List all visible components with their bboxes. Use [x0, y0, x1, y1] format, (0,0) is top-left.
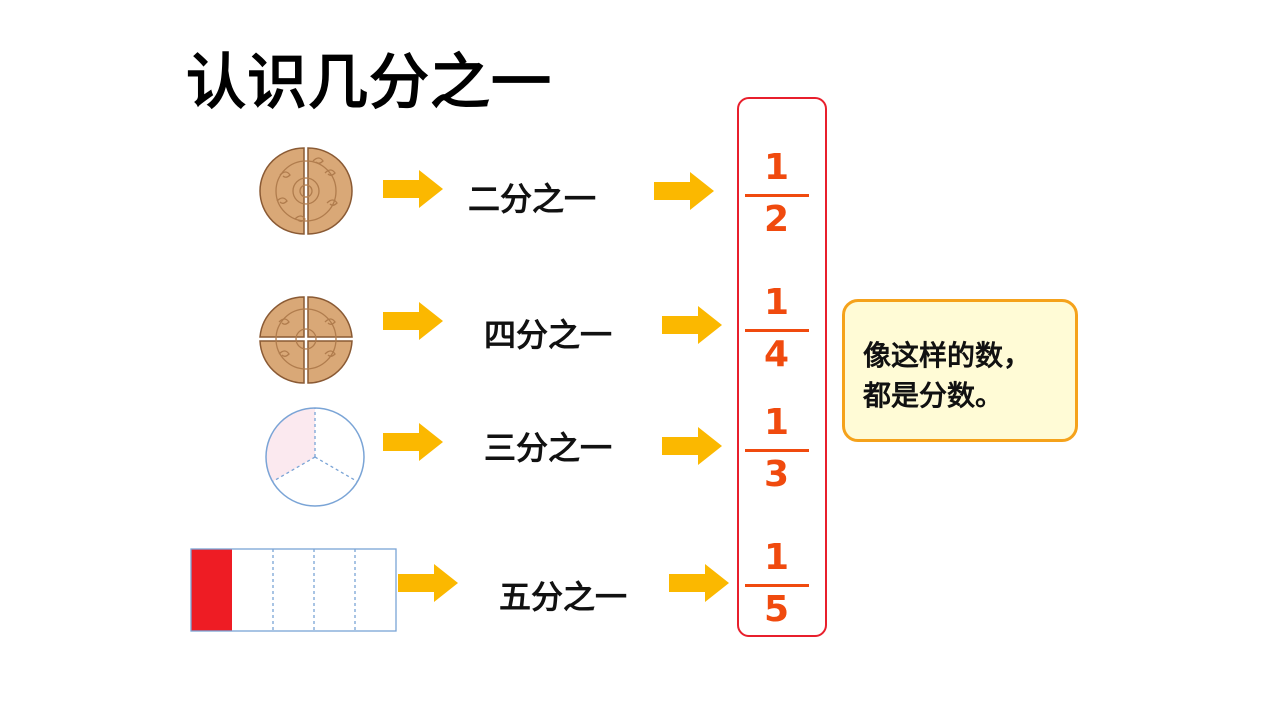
denominator: 3 [763, 454, 790, 495]
row-label-fifth: 五分之一 [499, 578, 628, 616]
callout-box: 像这样的数， 都是分数。 [842, 299, 1078, 442]
row-label-quarter: 四分之一 [484, 316, 613, 354]
fraction-box [737, 97, 827, 637]
numerator: 1 [763, 282, 790, 323]
numerator: 1 [763, 147, 790, 188]
callout-line-1: 像这样的数， [863, 339, 1032, 372]
right-arrow-icon [383, 170, 443, 208]
right-arrow-icon [383, 302, 443, 340]
right-arrow-icon [662, 306, 722, 344]
row-label-half: 二分之一 [468, 180, 597, 218]
numerator: 1 [763, 402, 790, 443]
right-arrow-icon [383, 423, 443, 461]
right-arrow-icon [654, 172, 714, 210]
cookie-quarters-image [259, 296, 353, 384]
fraction-bar [745, 449, 809, 452]
fraction-one-half: 1 2 [745, 148, 810, 242]
fraction-one-third: 1 3 [745, 403, 810, 497]
callout-line-2: 都是分数。 [863, 379, 1004, 412]
denominator: 2 [763, 199, 790, 240]
numerator: 1 [763, 537, 790, 578]
row-label-third: 三分之一 [484, 429, 613, 467]
right-arrow-icon [398, 564, 458, 602]
fraction-bar [745, 194, 809, 197]
denominator: 4 [763, 334, 790, 375]
strip-fifths-image [190, 548, 397, 632]
fraction-one-quarter: 1 4 [745, 283, 810, 377]
fraction-bar [745, 584, 809, 587]
right-arrow-icon [669, 564, 729, 602]
right-arrow-icon [662, 427, 722, 465]
fraction-one-fifth: 1 5 [745, 538, 810, 632]
denominator: 5 [763, 589, 790, 630]
page-title: 认识几分之一 [186, 48, 552, 118]
circle-thirds-image [265, 407, 365, 507]
cookie-halves-image [259, 147, 353, 235]
fraction-bar [745, 329, 809, 332]
